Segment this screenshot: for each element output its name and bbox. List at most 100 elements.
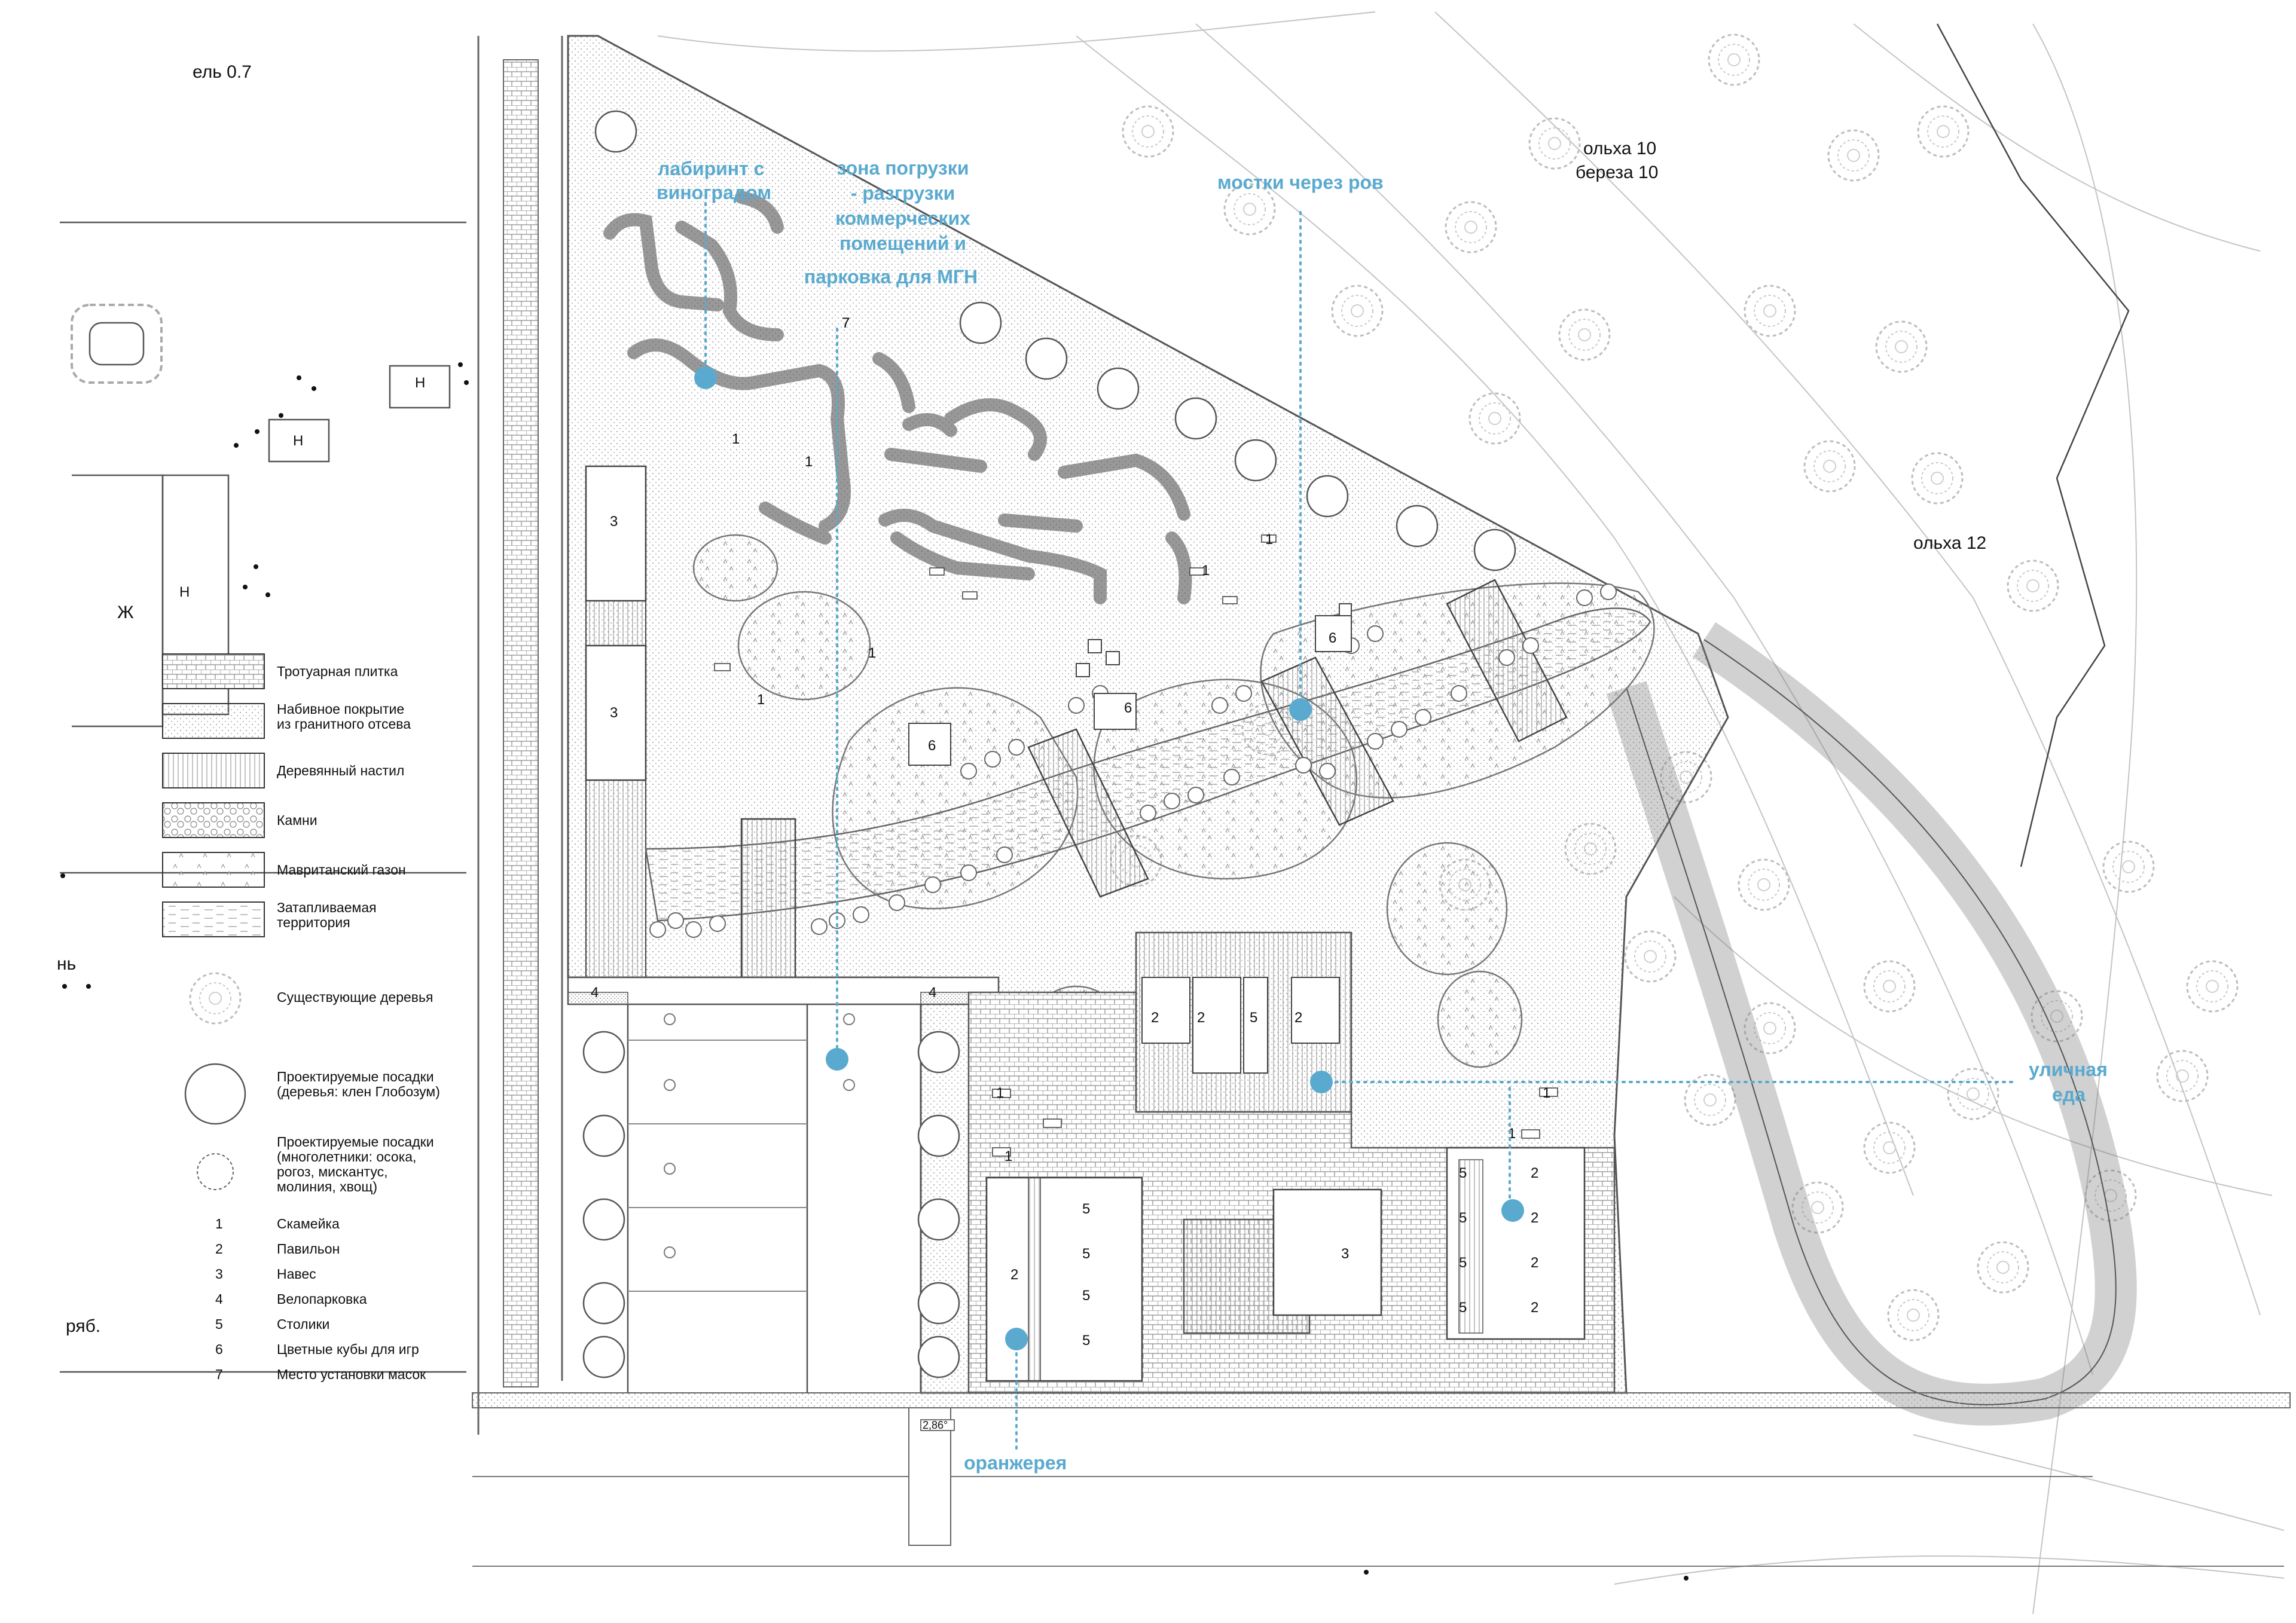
svg-text:2: 2 — [1010, 1267, 1018, 1283]
svg-text:1: 1 — [1004, 1148, 1012, 1164]
svg-text:2: 2 — [1531, 1255, 1538, 1271]
svg-text:1: 1 — [805, 454, 813, 470]
bridges-marker[interactable] — [1289, 698, 1312, 721]
legend-materials: Тротуарная плитка Набивное покрытие из г… — [162, 653, 411, 937]
perennials-icon — [197, 1153, 234, 1190]
svg-text:5: 5 — [1459, 1255, 1467, 1271]
svg-text:береза 10: береза 10 — [1576, 163, 1658, 182]
svg-text:- разгрузки: - разгрузки — [851, 182, 955, 204]
svg-text:2: 2 — [1197, 1010, 1205, 1026]
svg-text:Н: Н — [293, 433, 303, 449]
svg-text:1: 1 — [215, 1216, 223, 1231]
point-markers — [60, 362, 1689, 1581]
svg-text:Павильон: Павильон — [277, 1241, 340, 1257]
svg-text:2: 2 — [1151, 1010, 1159, 1026]
svg-text:1: 1 — [868, 645, 876, 661]
svg-text:рогоз, мискантус,: рогоз, мискантус, — [277, 1164, 387, 1179]
svg-text:3: 3 — [610, 705, 618, 721]
svg-text:1: 1 — [732, 431, 740, 447]
svg-text:1: 1 — [1543, 1085, 1550, 1101]
existing-tree-icon — [189, 972, 242, 1025]
svg-text:ольха 10: ольха 10 — [1583, 139, 1656, 158]
svg-text:Н: Н — [415, 375, 425, 391]
svg-text:5: 5 — [1082, 1332, 1090, 1349]
svg-text:из гранитного отсева: из гранитного отсева — [277, 716, 411, 732]
plan-numbers: 3 3 3 6 6 6 7 1 1 1 1 1 1 1 1 1 1 2 2 2 … — [591, 315, 1550, 1349]
svg-text:Столики: Столики — [277, 1316, 329, 1332]
svg-text:5: 5 — [1082, 1201, 1090, 1217]
svg-text:Место установки масок: Место установки масок — [277, 1367, 426, 1382]
street-food-marker[interactable] — [1310, 1071, 1333, 1093]
svg-text:3: 3 — [1341, 1246, 1349, 1262]
svg-text:уличная: уличная — [2029, 1059, 2108, 1080]
svg-text:Скамейка: Скамейка — [277, 1216, 340, 1231]
svg-text:(деревья: клен Глобозум): (деревья: клен Глобозум) — [277, 1084, 440, 1099]
svg-text:2: 2 — [215, 1241, 223, 1257]
svg-text:оранжерея: оранжерея — [964, 1452, 1067, 1474]
svg-text:4: 4 — [929, 985, 936, 1001]
svg-text:Тротуарная плитка: Тротуарная плитка — [277, 664, 398, 679]
svg-text:5: 5 — [1459, 1210, 1467, 1226]
svg-text:6: 6 — [1124, 700, 1132, 716]
svg-text:7: 7 — [215, 1367, 223, 1382]
svg-text:ольха 12: ольха 12 — [1913, 533, 1986, 553]
main-road — [477, 36, 563, 1435]
svg-text:территория: территория — [277, 915, 350, 930]
svg-text:Набивное покрытие: Набивное покрытие — [277, 701, 404, 717]
labyrinth — [603, 191, 1192, 604]
svg-text:Велопарковка: Велопарковка — [277, 1291, 367, 1307]
svg-text:Проектируемые посадки: Проектируемые посадки — [277, 1069, 434, 1084]
svg-text:Навес: Навес — [277, 1266, 316, 1282]
svg-text:Проектируемые посадки: Проектируемые посадки — [277, 1134, 434, 1150]
svg-text:Затапливаемая: Затапливаемая — [277, 900, 377, 915]
svg-text:6: 6 — [215, 1341, 223, 1357]
svg-text:еда: еда — [2052, 1084, 2086, 1105]
svg-text:5: 5 — [1250, 1010, 1257, 1026]
svg-text:4: 4 — [215, 1291, 223, 1307]
svg-text:виноградом: виноградом — [657, 182, 771, 203]
svg-text:1: 1 — [1202, 563, 1210, 579]
flood-channel — [645, 607, 1651, 922]
benches — [714, 534, 1558, 1157]
play-cubes — [908, 603, 1352, 766]
legend: Тротуарная плитка Набивное покрытие из г… — [162, 653, 440, 1382]
svg-text:зона погрузки: зона погрузки — [837, 157, 969, 179]
svg-text:Существующие деревья: Существующие деревья — [277, 989, 433, 1005]
svg-text:помещений и: помещений и — [839, 233, 966, 254]
svg-text:Цветные кубы для игр: Цветные кубы для игр — [277, 1341, 419, 1357]
svg-text:5: 5 — [1082, 1246, 1090, 1262]
svg-text:Мавританский газон: Мавританский газон — [277, 862, 406, 878]
svg-text:6: 6 — [1329, 630, 1336, 646]
parking — [567, 976, 1000, 1393]
svg-text:Ж: Ж — [117, 603, 134, 622]
svg-text:1: 1 — [757, 692, 765, 708]
callouts: лабиринт с виноградом зона погрузки - ра… — [657, 157, 2108, 1474]
svg-text:нь: нь — [57, 954, 76, 974]
svg-text:коммерческих: коммерческих — [835, 207, 970, 229]
planned-tree-icon — [184, 1063, 246, 1125]
svg-text:мостки через ров: мостки через ров — [1217, 172, 1384, 193]
svg-text:6: 6 — [928, 738, 936, 754]
street-food-marker-2[interactable] — [1501, 1199, 1524, 1222]
svg-text:3: 3 — [610, 514, 618, 530]
svg-text:2: 2 — [1294, 1010, 1302, 1026]
svg-text:лабиринт с: лабиринт с — [658, 158, 764, 179]
loading-zone-marker[interactable] — [826, 1048, 848, 1071]
svg-text:ель 0.7: ель 0.7 — [193, 62, 252, 82]
svg-text:2: 2 — [1531, 1210, 1538, 1226]
svg-text:7: 7 — [842, 315, 850, 331]
bottom-road — [472, 1392, 2291, 1567]
left-buildings — [60, 221, 466, 1373]
svg-text:5: 5 — [1459, 1300, 1467, 1316]
svg-text:Деревянный настил: Деревянный настил — [277, 763, 404, 778]
labyrinth-marker[interactable] — [694, 366, 717, 389]
svg-text:2: 2 — [1531, 1300, 1538, 1316]
canopies — [585, 465, 647, 978]
legend-trees: Существующие деревья Проектируемые посад… — [184, 972, 440, 1194]
greenhouse-marker[interactable] — [1005, 1328, 1028, 1350]
svg-text:молиния, хвощ): молиния, хвощ) — [277, 1179, 377, 1194]
svg-text:2: 2 — [1531, 1165, 1538, 1181]
svg-text:Н: Н — [179, 584, 190, 600]
